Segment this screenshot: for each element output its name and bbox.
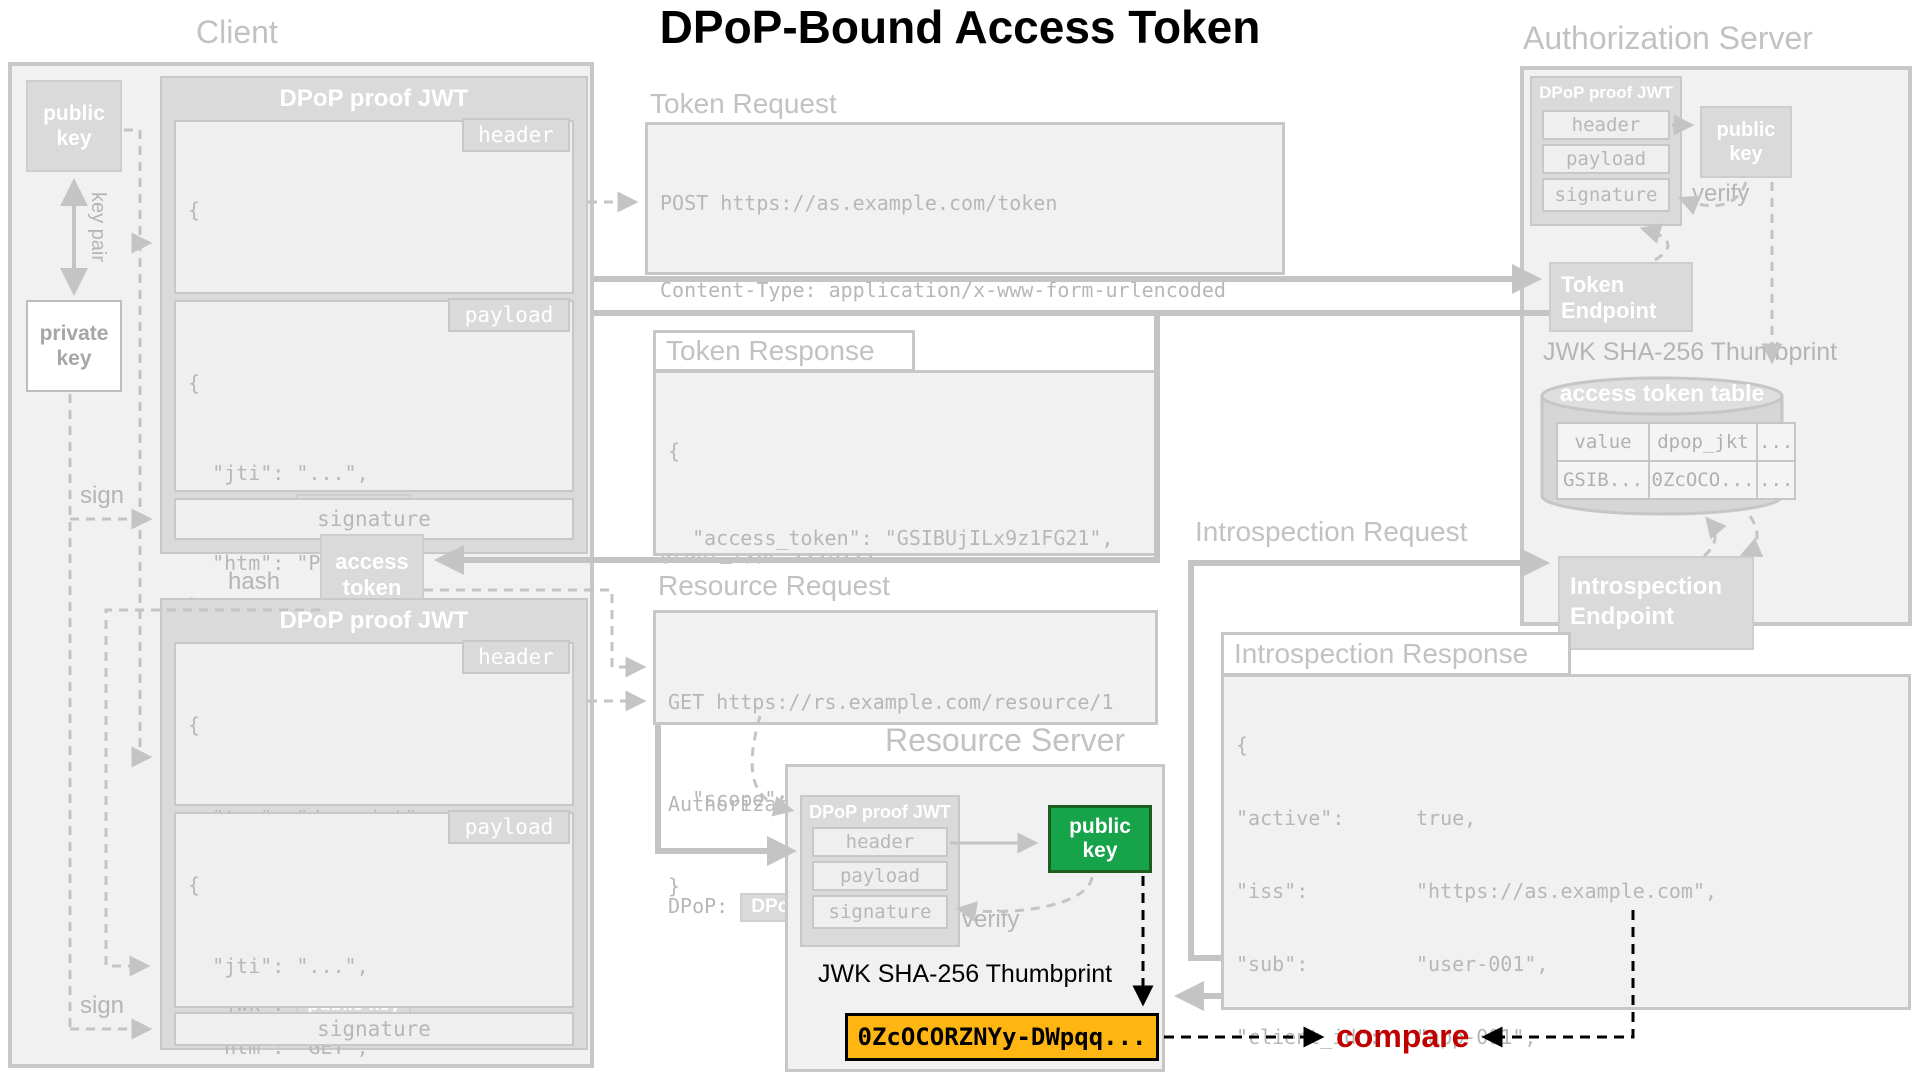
table-row: GSIB... 0ZcOCO... ... bbox=[1556, 460, 1797, 500]
cell-more: ... bbox=[1755, 460, 1797, 500]
as-jwt-payload: payload bbox=[1542, 144, 1670, 174]
sign-label-2: sign bbox=[80, 992, 125, 1019]
rs-jwt-header: header bbox=[812, 827, 948, 857]
key-pair-label: key pair bbox=[87, 192, 109, 263]
client-jwt2-signature: signature bbox=[174, 1012, 574, 1046]
rs-thumbprint-label: JWK SHA-256 Thumbprint bbox=[818, 960, 1113, 988]
introspection-request-label: Introspection Request bbox=[1195, 516, 1468, 547]
access-token-table-title: access token table bbox=[1559, 380, 1765, 406]
jwt1-payload-tag: payload bbox=[448, 298, 570, 332]
rs-verify-label: verify bbox=[962, 906, 1020, 933]
cell-dpop-jkt: 0ZcOCO... bbox=[1648, 460, 1758, 500]
introspection-endpoint-box: Introspection Endpoint bbox=[1558, 556, 1754, 650]
jwt1-header-tag: header bbox=[462, 118, 570, 152]
rs-thumbprint-box: 0ZcOCORZNYy-DWpqq... bbox=[845, 1013, 1159, 1061]
rs-jwt-title: DPoP proof JWT bbox=[809, 802, 951, 822]
resource-server-label: Resource Server bbox=[885, 722, 1126, 758]
token-response-box: { "access_token": "GSIBUjILx9z1FG21", "t… bbox=[653, 370, 1158, 898]
as-jwt-header: header bbox=[1542, 110, 1670, 140]
jwt2-payload-tag: payload bbox=[448, 810, 570, 844]
rs-jwt-signature: signature bbox=[812, 895, 948, 929]
token-response-label: Token Response bbox=[653, 330, 915, 372]
rs-public-key-box: public key bbox=[1048, 805, 1152, 873]
token-endpoint-box: Token Endpoint bbox=[1549, 262, 1693, 332]
client-jwt1-title: DPoP proof JWT bbox=[279, 85, 469, 112]
token-request-box: POST https://as.example.com/token Conten… bbox=[645, 122, 1285, 564]
client-label: Client bbox=[196, 14, 278, 50]
col-dpop-jkt: dpop_jkt bbox=[1648, 422, 1758, 462]
sign-label-1: sign bbox=[80, 482, 125, 509]
compare-label: compare bbox=[1336, 1018, 1470, 1054]
cell-value: GSIB... bbox=[1556, 460, 1650, 500]
introspection-response-label: Introspection Response bbox=[1221, 632, 1571, 676]
client-private-key-box: private key bbox=[26, 300, 122, 392]
as-verify-label: verify bbox=[1692, 180, 1750, 207]
resource-request-box: GET https://rs.example.com/resource/1 Au… bbox=[653, 610, 1158, 922]
as-jwt-signature: signature bbox=[1542, 178, 1670, 212]
page-title: DPoP-Bound Access Token bbox=[659, 1, 1261, 53]
introspection-response-box: { "active":true, "iss":"https://as.examp… bbox=[1221, 674, 1911, 1049]
rs-jwt-payload: payload bbox=[812, 861, 948, 891]
as-public-key-box: public key bbox=[1700, 106, 1792, 178]
as-jwt-title: DPoP proof JWT bbox=[1539, 83, 1673, 102]
table-header-row: value dpop_jkt ... bbox=[1556, 422, 1797, 462]
as-thumbprint-label: JWK SHA-256 Thumbprint bbox=[1543, 338, 1838, 366]
access-token-table: value dpop_jkt ... GSIB... 0ZcOCO... ... bbox=[1556, 422, 1797, 500]
col-more: ... bbox=[1755, 422, 1797, 462]
col-value: value bbox=[1556, 422, 1650, 462]
authorization-server-label: Authorization Server bbox=[1523, 20, 1813, 56]
token-request-label: Token Request bbox=[650, 88, 837, 119]
jwt2-header-tag: header bbox=[462, 640, 570, 674]
client-public-key-box: public key bbox=[26, 80, 122, 172]
hash-label: hash bbox=[228, 568, 281, 595]
client-jwt2-title: DPoP proof JWT bbox=[279, 607, 469, 634]
resource-request-label: Resource Request bbox=[658, 570, 890, 601]
